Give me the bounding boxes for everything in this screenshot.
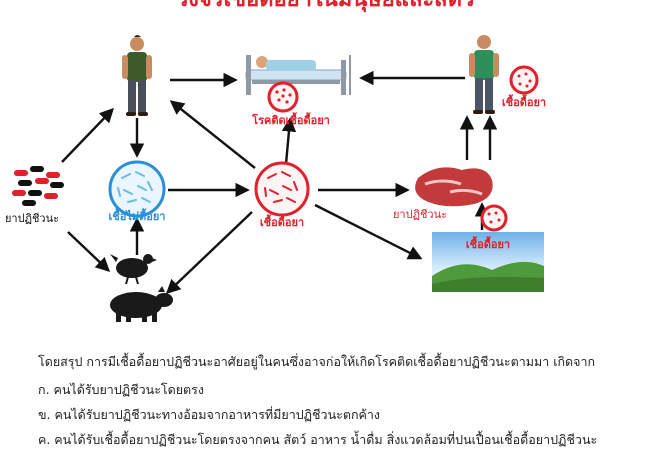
label-resistant-environment: เชื้อดื้อยา: [466, 236, 510, 251]
resistance-cycle-diagram: วงจรเชื้อดื้อยาในมนุษย์และสัตว์: [5, 0, 546, 322]
environment-landscape-icon: [432, 232, 544, 292]
arrow-resistant-to-infection: [281, 117, 297, 165]
summary-item-c: ค. คนได้รับเชื้อดื้อยาปฏิชีวนะโดยตรงจากค…: [38, 432, 598, 447]
person-right-icon: [469, 35, 499, 114]
label-susceptible: เชื้อไม่ดื้อยา: [109, 208, 166, 223]
label-resistant-right: เชื้อดื้อยา: [502, 94, 546, 109]
resistant-bacteria-right-icon: [509, 65, 539, 95]
label-antibiotic-food: ยาปฏิชีวนะ: [393, 208, 447, 221]
arrow-resistant-to-environment: [314, 203, 423, 260]
antibiotic-capsules-icon: [12, 166, 64, 206]
diagram-title: วงจรเชื้อดื้อยาในมนุษย์และสัตว์: [176, 0, 474, 13]
bacteria-dots-icon: [487, 211, 501, 224]
label-resistant-infection: โรคติดเชื้อดื้อยา: [251, 112, 330, 127]
summary-intro: โดยสรุป การมีเชื้อดื้อยาปฏิชีวนะอาศัยอยู…: [38, 354, 596, 369]
label-antibiotic-left: ยาปฏิชีวนะ: [5, 212, 59, 225]
bacteria-dots-icon: [517, 72, 532, 88]
arrow-antibiotic-to-animals: [67, 231, 111, 272]
patient-in-bed-icon: [245, 55, 351, 95]
arrow-resistant-to-person: [169, 100, 256, 169]
bacteria-dots-icon: [275, 88, 292, 104]
person-left-icon: [122, 35, 152, 116]
bacteria-rods-icon: [117, 171, 153, 203]
resistant-bacteria-food-icon: [480, 204, 508, 232]
arrow-antibiotic-to-person: [61, 107, 114, 163]
bacteria-rods-icon: [264, 171, 298, 203]
summary-item-b: ข. คนได้รับยาปฏิชีวนะทางอ้อมจากอาหารที่ม…: [38, 407, 380, 422]
resistant-bacteria-center-icon: [254, 161, 310, 217]
chicken-icon: [110, 254, 157, 285]
arrow-resistant-to-pig: [165, 211, 253, 294]
label-resistant-center: เชื้อดื้อยา: [260, 214, 304, 229]
flow-arrows: [61, 70, 498, 294]
pig-icon: [110, 286, 173, 322]
summary-item-a: ก. คนได้รับยาปฏิชีวนะโดยตรง: [38, 382, 204, 397]
meat-icon: [415, 167, 493, 207]
